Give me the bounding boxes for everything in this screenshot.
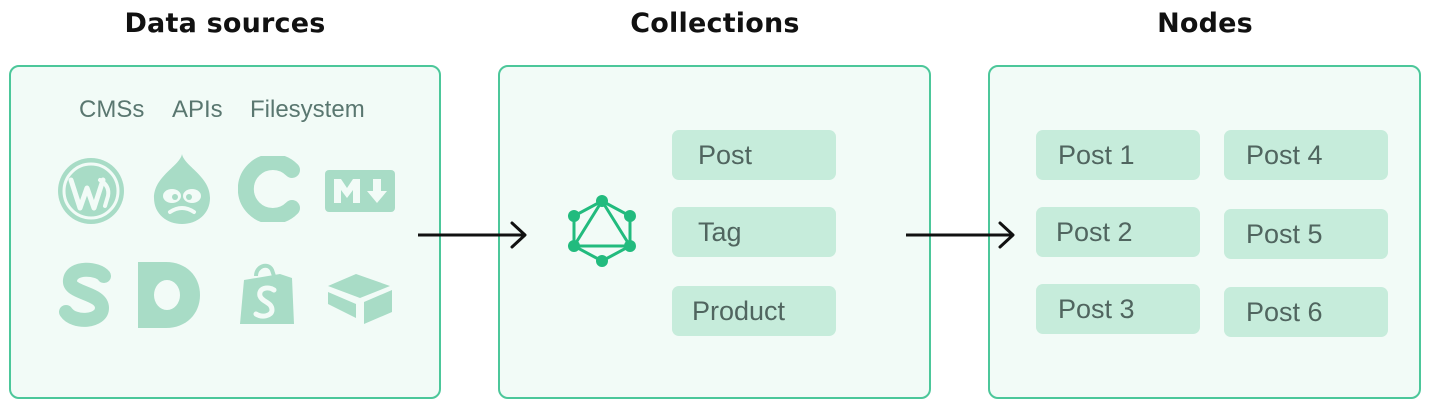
node-chip-post-4: Post 4 <box>1224 130 1388 180</box>
data-sources-title: Data sources <box>124 8 326 39</box>
markdown-icon <box>325 170 395 212</box>
collection-chip-product: Product <box>672 286 836 336</box>
source-label-apis: APIs <box>172 96 223 123</box>
graphql-icon <box>568 195 636 267</box>
nodes-title: Nodes <box>1157 8 1253 39</box>
arrow-sources-to-collections <box>418 221 527 249</box>
wordpress-icon <box>58 158 124 224</box>
collections-title: Collections <box>630 8 800 39</box>
collection-chip-tag: Tag <box>672 207 836 257</box>
shopify-icon <box>240 263 294 324</box>
node-chip-post-2: Post 2 <box>1036 207 1200 257</box>
arrow-collections-to-nodes <box>906 221 1015 249</box>
collection-chip-post: Post <box>672 130 836 180</box>
data-sources-panel <box>9 65 441 399</box>
node-chip-post-3: Post 3 <box>1036 284 1200 334</box>
airtable-icon <box>328 274 392 324</box>
source-label-filesystem: Filesystem <box>250 96 365 123</box>
drupal-icon <box>154 154 210 224</box>
node-chip-post-5: Post 5 <box>1224 209 1388 259</box>
node-chip-post-6: Post 6 <box>1224 287 1388 337</box>
node-chip-post-1: Post 1 <box>1036 130 1200 180</box>
contentful-icon <box>238 156 300 222</box>
sanity-icon <box>59 262 111 327</box>
source-label-cmss: CMSs <box>79 96 145 123</box>
datocms-icon <box>138 262 200 328</box>
